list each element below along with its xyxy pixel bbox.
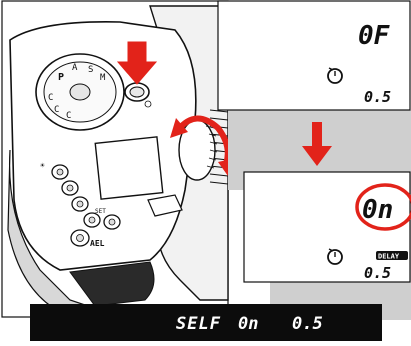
button-1[interactable] [52,165,68,179]
dial-letter: C [48,93,53,103]
self-timer-button[interactable] [125,83,149,101]
set-label: SET [95,208,106,215]
camera-top-lcd [95,137,163,199]
lcd-bottom: 0n DELAY 0.5 [244,172,411,282]
lcd-top: 0F 0.5 [218,1,410,110]
lcd-bottom-delay: 0.5 [364,264,391,282]
dial-letter: P [58,72,64,83]
dial-letter: M [100,73,106,83]
button-5[interactable] [104,215,120,229]
strip-segment-self: SELF [176,314,221,334]
strip-segment-mode: 0n [238,314,258,334]
mode-dial[interactable]: P A S M C C C [36,54,124,130]
viewfinder-strip: SELF 0n 0.5 [30,304,382,341]
dial-letter: C [54,105,59,115]
strip-segment-delay: 0.5 [292,314,323,334]
dial-letter: C [66,111,71,121]
dial-letter: A [72,63,78,73]
ael-label: AEL [90,239,105,248]
button-2[interactable] [62,181,78,195]
lcd-top-mode: 0F [358,21,391,51]
sun-icon: ☀ [40,161,45,170]
button-3[interactable] [72,197,88,211]
dial-letter: S [88,65,93,75]
lcd-panels: 0F 0.5 0n DELAY 0.5 [218,1,411,320]
button-4[interactable] [84,213,100,227]
delay-badge-text: DELAY [378,253,400,261]
lcd-top-delay: 0.5 [364,88,391,106]
lcd-bottom-mode: 0n [362,195,393,225]
camera-illustration: P A S M C C C [2,1,236,317]
ael-button[interactable] [71,230,89,246]
